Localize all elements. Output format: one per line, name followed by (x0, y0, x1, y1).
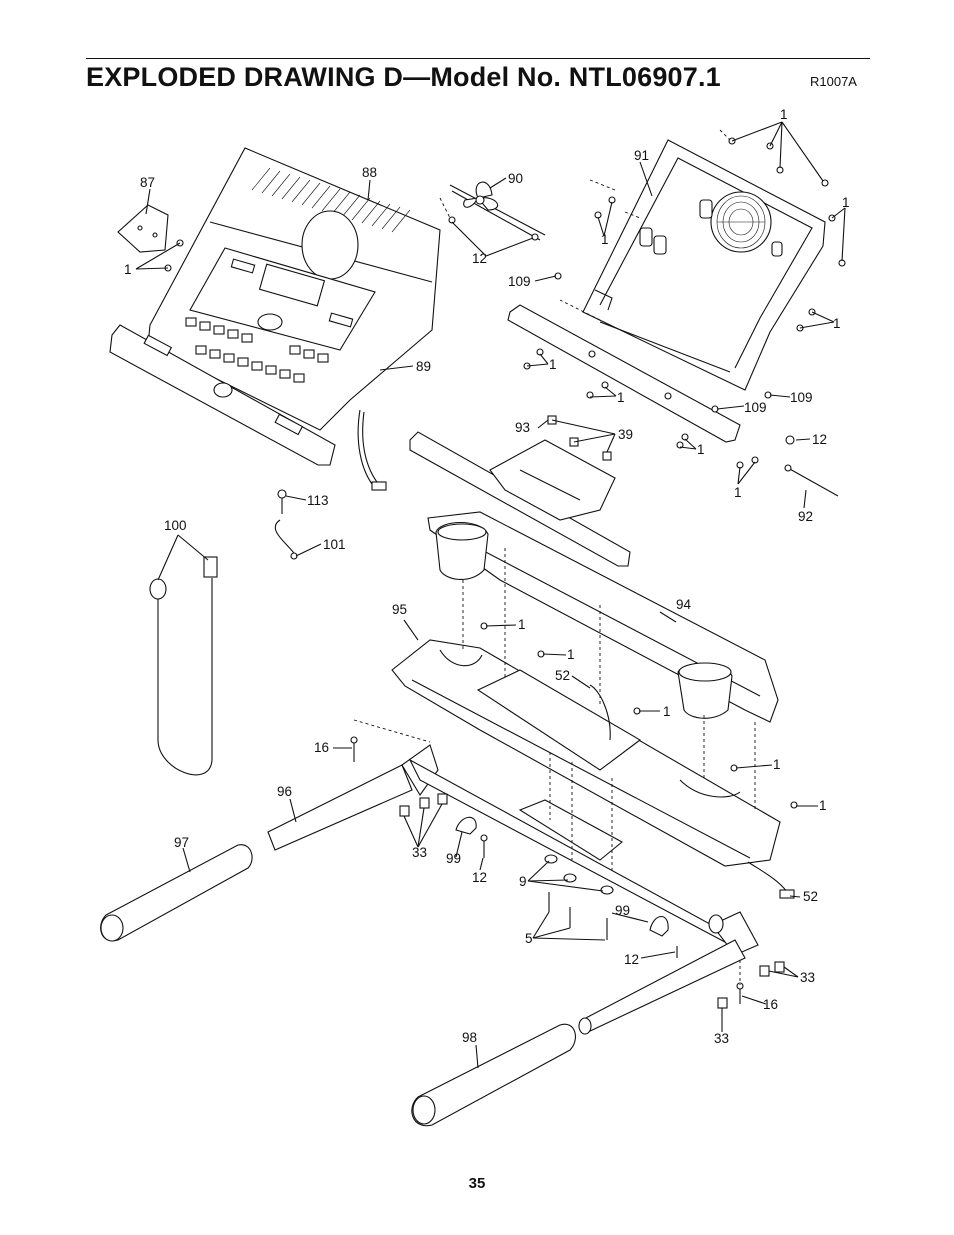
frame-part-91 (582, 139, 826, 391)
callout-labels: 1 87 88 90 91 1 12 1 1 109 89 1 1 1 109 … (124, 107, 850, 1046)
fan-part-90 (439, 181, 546, 241)
callout-label: 89 (416, 359, 431, 374)
callout-label: 88 (362, 165, 377, 180)
callout-label: 1 (734, 485, 742, 500)
plate-part-93 (409, 431, 631, 567)
clamp-part-99 (455, 816, 669, 937)
callout-label: 98 (462, 1030, 477, 1045)
callout-label: 1 (663, 704, 671, 719)
callout-label: 92 (798, 509, 813, 524)
callout-label: 93 (515, 420, 530, 435)
callout-label: 52 (803, 889, 818, 904)
frame-part-96 (267, 744, 759, 1035)
callout-label: 1 (124, 262, 132, 277)
callout-label: 16 (763, 997, 778, 1012)
callout-label: 1 (697, 442, 705, 457)
page-title: EXPLODED DRAWING D—Model No. NTL06907.1 (86, 62, 721, 92)
grip-part-97 (100, 844, 253, 942)
callout-label: 94 (676, 597, 692, 612)
callout-label: 1 (819, 798, 827, 813)
wire-part-101 (274, 489, 298, 560)
callout-label: 1 (549, 357, 557, 372)
bracket-part-87 (117, 204, 169, 253)
callout-label: 1 (617, 390, 625, 405)
callout-label: 16 (314, 740, 329, 755)
strap-part-100 (149, 556, 218, 776)
callout-label: 99 (446, 851, 461, 866)
callout-label: 12 (624, 952, 639, 967)
callout-label: 97 (174, 835, 189, 850)
callout-label: 1 (833, 316, 841, 331)
wire-part-92 (784, 435, 839, 497)
callout-label: 109 (790, 390, 813, 405)
revision-code: R1007A (810, 74, 857, 89)
callout-label: 100 (164, 518, 187, 533)
crossbar-part-109 (507, 304, 741, 443)
callout-label: 96 (277, 784, 292, 799)
callout-label: 39 (618, 427, 633, 442)
callout-label: 5 (525, 931, 533, 946)
callout-label: 109 (508, 274, 531, 289)
callout-label: 1 (518, 617, 526, 632)
callout-label: 33 (800, 970, 815, 985)
callout-label: 99 (615, 903, 630, 918)
callout-label: 95 (392, 602, 407, 617)
callout-label: 12 (472, 251, 487, 266)
callout-label: 101 (323, 537, 346, 552)
callout-label: 113 (307, 493, 329, 508)
alignment-lines (353, 129, 756, 985)
callout-label: 33 (412, 845, 427, 860)
callout-label: 87 (140, 175, 155, 190)
grip-part-98 (411, 1023, 576, 1127)
callout-label: 1 (773, 757, 781, 772)
callout-label: 33 (714, 1031, 729, 1046)
callout-label: 9 (519, 874, 527, 889)
callout-label: 91 (634, 148, 649, 163)
callout-label: 1 (567, 647, 575, 662)
leader-lines (135, 121, 846, 1069)
callout-label: 52 (555, 668, 570, 683)
page-number: 35 (468, 1175, 486, 1192)
callout-label: 1 (780, 107, 788, 122)
callout-label: 1 (842, 195, 850, 210)
callout-label: 109 (744, 400, 767, 415)
callout-label: 90 (508, 171, 523, 186)
callout-label: 12 (472, 870, 487, 885)
shell-part-94 (427, 511, 779, 723)
shell-part-95 (391, 639, 781, 867)
callout-label: 12 (812, 432, 827, 447)
header-rule (86, 58, 870, 59)
callout-label: 1 (601, 232, 609, 247)
console-part-88 (109, 147, 441, 491)
